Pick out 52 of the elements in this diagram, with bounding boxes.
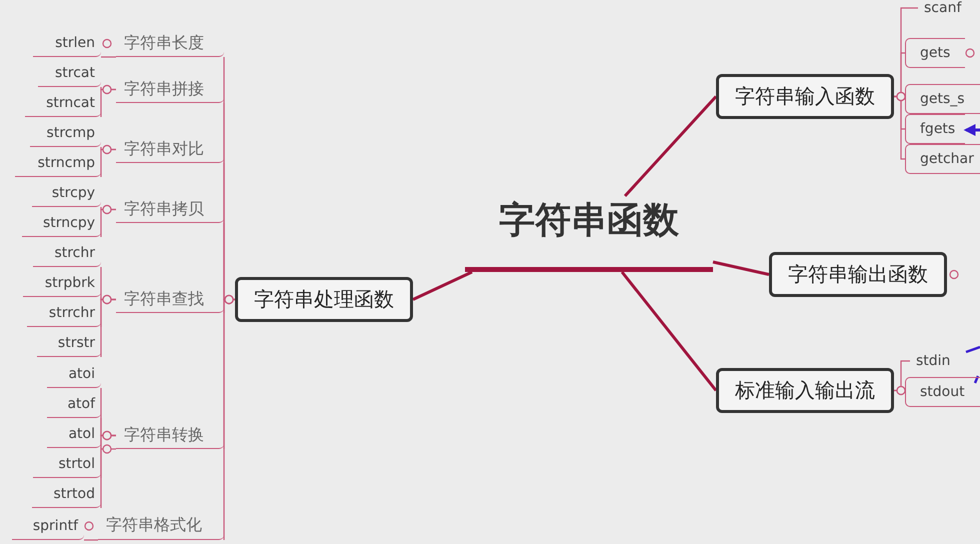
branch-line — [100, 84, 116, 117]
topic-box: 字符串输入函数 — [716, 74, 894, 119]
topic-box: 字符串处理函数 — [235, 277, 413, 322]
branch-line — [223, 294, 235, 540]
function-label: strcat — [38, 60, 101, 87]
branch-line — [712, 260, 770, 276]
branch-line — [894, 92, 906, 160]
function-label: atol — [47, 421, 101, 448]
function-label: atoi — [47, 361, 101, 388]
function-label: atof — [47, 391, 101, 418]
function-label: sprintf — [12, 512, 84, 540]
branch-line — [101, 444, 116, 454]
topic-box: 字符串输出函数 — [769, 252, 947, 297]
function-label: strlen — [33, 30, 101, 57]
subtopic-label: 字符串拼接 — [116, 76, 224, 103]
branch-line — [624, 95, 718, 198]
function-label: stdin — [910, 348, 970, 374]
function-label: scanf — [918, 0, 980, 18]
branch-line — [100, 144, 116, 177]
branch-line — [100, 204, 116, 237]
function-label: strcpy — [32, 180, 101, 207]
function-label: strtod — [32, 481, 101, 508]
subtopic-label: 字符串格式化 — [98, 512, 224, 540]
function-label: strncpy — [22, 210, 101, 237]
subtopic-label: 字符串对比 — [116, 136, 224, 163]
subtopic-label: 字符串转换 — [116, 422, 224, 449]
arrow — [964, 124, 980, 136]
central-topic: 字符串函数 — [465, 196, 713, 272]
branch-line — [894, 386, 906, 396]
function-label: strncmp — [15, 150, 101, 177]
branch-line — [412, 270, 473, 301]
function-label: strrchr — [27, 300, 101, 327]
function-label: gets_s — [905, 84, 980, 114]
branch-line — [101, 56, 116, 58]
subtopic-label: 字符串长度 — [116, 30, 224, 57]
function-label: getchar — [905, 144, 980, 174]
function-label: strpbrk — [23, 270, 101, 297]
function-label: strchr — [33, 240, 101, 267]
function-label: fgets — [905, 114, 965, 144]
branch-line — [84, 539, 98, 541]
branch-line — [100, 294, 116, 357]
function-label: strstr — [37, 330, 101, 357]
branch-line — [620, 271, 718, 392]
function-label: strtol — [33, 451, 101, 478]
function-label: gets — [905, 38, 965, 68]
function-label: strncat — [25, 90, 101, 117]
subtopic-label: 字符串拷贝 — [116, 196, 224, 223]
function-label: stdout — [905, 377, 980, 407]
subtopic-label: 字符串查找 — [116, 286, 224, 313]
branch-line — [100, 430, 116, 508]
function-label: strcmp — [30, 120, 101, 147]
topic-box: 标准输入输出流 — [716, 368, 894, 413]
